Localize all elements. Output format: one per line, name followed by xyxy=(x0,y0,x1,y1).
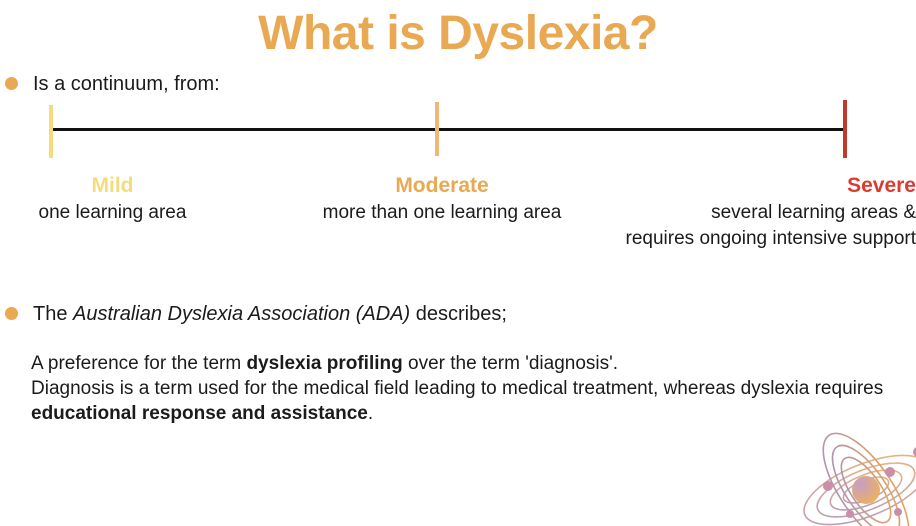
preference-bold-term: dyslexia profiling xyxy=(246,353,403,374)
level-description-severe-line1: several learning areas & xyxy=(711,202,916,223)
continuum-level-moderate: Moderate more than one learning area xyxy=(294,172,590,226)
bullet-label-continuum: Is a continuum, from: xyxy=(33,73,220,95)
continuum-diagram xyxy=(0,95,916,170)
atom-orbit-decoration-icon xyxy=(803,432,916,526)
diagnosis-post-text: . xyxy=(367,403,374,424)
level-name-mild: Mild xyxy=(91,174,134,197)
ada-lead-text: The xyxy=(33,303,74,325)
page-title: What is Dyslexia? xyxy=(258,7,658,60)
level-description-moderate: more than one learning area xyxy=(322,202,562,223)
level-name-moderate: Moderate xyxy=(395,174,489,197)
preference-post-text: over the term 'diagnosis'. xyxy=(402,353,619,374)
continuum-tick-mild xyxy=(49,105,53,158)
diagnosis-text: Diagnosis is a term used for the medical… xyxy=(31,378,884,399)
paragraph-line-diagnosis: Diagnosis is a term used for the medical… xyxy=(31,376,901,426)
body-paragraph: A preference for the term dyslexia profi… xyxy=(31,351,901,426)
bullet-item-ada: The Australian Dyslexia Association (ADA… xyxy=(5,300,507,328)
ada-trail-text: describes; xyxy=(410,303,507,325)
preference-pre-text: A preference for the term xyxy=(31,353,247,374)
continuum-tick-severe xyxy=(843,100,847,158)
bullet-dot-icon xyxy=(5,307,18,320)
diagnosis-bold-term: educational response and assistance xyxy=(31,403,368,424)
continuum-axis-line xyxy=(51,128,846,131)
level-name-severe: Severe xyxy=(847,174,916,197)
continuum-level-severe: Severe several learning areas & requires… xyxy=(570,172,916,252)
ada-organisation-name: Australian Dyslexia Association (ADA) xyxy=(73,303,411,325)
bullet-label-ada: The Australian Dyslexia Association (ADA… xyxy=(33,300,507,328)
bullet-item-continuum: Is a continuum, from: xyxy=(5,70,220,98)
paragraph-line-preference: A preference for the term dyslexia profi… xyxy=(31,351,901,376)
bullet-dot-icon xyxy=(5,77,18,90)
level-description-severe-line2: requires ongoing intensive support xyxy=(625,228,916,249)
continuum-level-mild: Mild one learning area xyxy=(0,172,225,226)
level-description-mild: one learning area xyxy=(38,202,187,223)
continuum-tick-moderate xyxy=(435,102,439,156)
